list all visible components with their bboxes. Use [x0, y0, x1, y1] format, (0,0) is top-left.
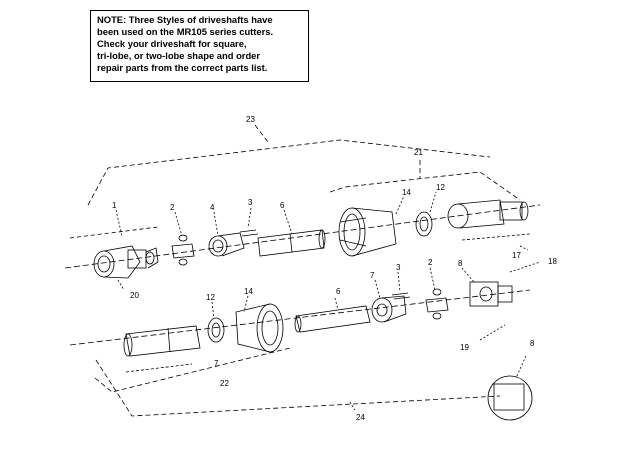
bracket-21	[329, 160, 521, 201]
callout-7-lower: 7	[214, 359, 219, 368]
part-7-pin-lower	[125, 363, 193, 373]
part-14-shield-cone-lower	[235, 295, 284, 353]
callout-24: 24	[356, 413, 365, 422]
part-8-end-yoke	[461, 261, 541, 341]
part-14-shield-cone-upper	[338, 195, 405, 257]
callout-2-lower: 2	[428, 258, 433, 267]
note-line-2: been used on the MR105 series cutters.	[97, 26, 274, 37]
note-box: NOTE: Three Styles of driveshafts have b…	[90, 10, 309, 82]
callout-14-lower: 14	[244, 287, 253, 296]
note-line-3: Check your driveshaft for square,	[97, 38, 247, 49]
callout-8-upper: 8	[458, 259, 463, 268]
part-4-inner-yoke	[208, 211, 245, 257]
part-2-cross-kit-lower	[425, 267, 449, 320]
part-6-inner-tube-lower	[294, 297, 371, 333]
part-6-tube-upper	[257, 209, 326, 257]
bracket-24	[95, 359, 501, 417]
lower-axis-line	[69, 289, 531, 346]
note-line-4: tri-lobe, or two-lobe shape and order	[97, 50, 261, 61]
part-3-spring-pin-upper	[239, 207, 259, 237]
callout-3-upper: 3	[248, 198, 253, 207]
callout-1: 1	[112, 201, 117, 210]
part-20-cross-yoke	[93, 245, 159, 291]
callout-14-upper: 14	[402, 188, 411, 197]
part-12-bearing-upper	[415, 191, 437, 237]
note-line-5: repair parts from the correct parts list…	[97, 62, 268, 73]
callout-18: 18	[548, 257, 557, 266]
upper-axis-line	[64, 204, 541, 269]
bracket-22	[94, 347, 291, 393]
part-6-tube-lower	[123, 325, 201, 357]
callout-23: 23	[246, 115, 255, 124]
callout-6-upper: 6	[280, 201, 285, 210]
callout-12-upper: 12	[436, 183, 445, 192]
callout-4: 4	[210, 203, 215, 212]
callout-12-lower: 12	[206, 293, 215, 302]
note-line-1: NOTE: Three Styles of driveshafts have	[97, 14, 273, 25]
callout-20: 20	[130, 291, 139, 300]
bracket-1	[69, 226, 159, 239]
callout-17: 17	[512, 251, 521, 260]
part-17-outer-tube-yoke	[447, 199, 531, 251]
callout-2-upper: 2	[170, 203, 175, 212]
part-8-inset-detail	[487, 355, 533, 421]
callout-3-lower: 3	[396, 263, 401, 272]
callout-7-upper: 7	[370, 271, 375, 280]
bracket-23	[87, 124, 491, 206]
callout-22: 22	[220, 379, 229, 388]
callout-21: 21	[414, 148, 423, 157]
part-12-bearing-lower	[207, 301, 225, 343]
callout-6-lower: 6	[336, 287, 341, 296]
part-2-cross-kit-upper	[171, 211, 195, 266]
part-7-yoke-lower	[371, 279, 407, 323]
callout-8-lower: 8	[530, 339, 535, 348]
callout-19: 19	[460, 343, 469, 352]
part-3-spring-pin-lower	[391, 271, 411, 300]
